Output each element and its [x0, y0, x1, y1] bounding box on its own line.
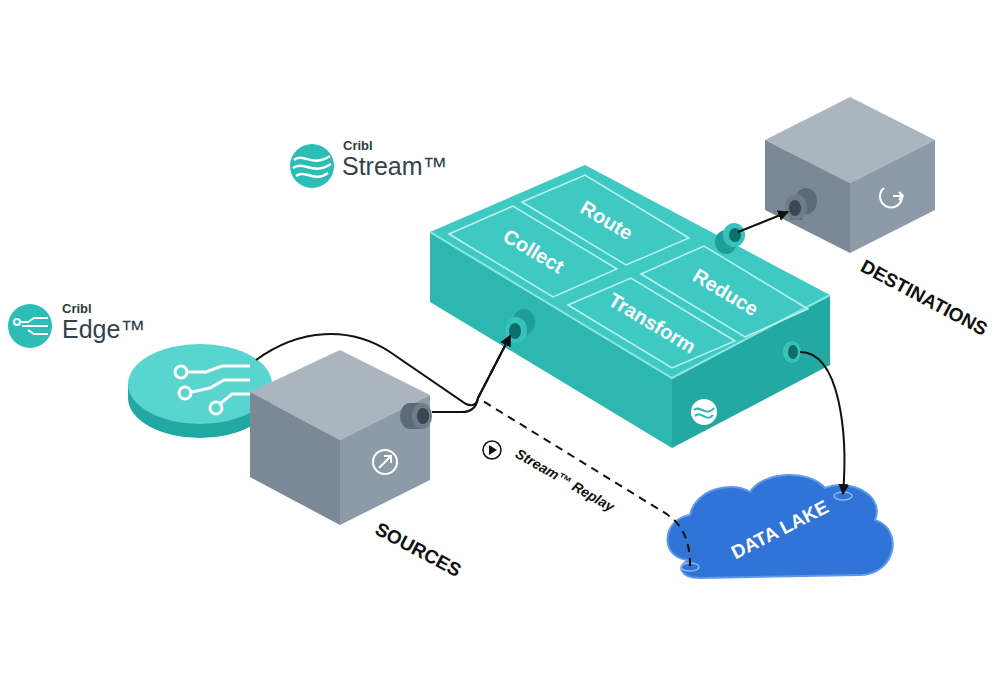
- replay-arrow: [478, 336, 690, 566]
- function-panel: Transform: [597, 283, 707, 364]
- flow-arrow: [738, 212, 788, 232]
- flow-arrow: [256, 334, 510, 405]
- product-name: Stream™: [342, 152, 448, 181]
- panel-label: Collect: [498, 224, 567, 278]
- data-lake: DATA LAKE: [662, 472, 900, 580]
- replay-icon: [483, 441, 501, 459]
- sources-cube: [250, 350, 432, 525]
- data-lake-cloud: [668, 475, 893, 578]
- product-name: Edge™: [62, 315, 145, 344]
- function-panel: Route: [569, 190, 644, 250]
- panel-label: Route: [576, 196, 636, 245]
- function-panel: Reduce: [681, 258, 769, 326]
- brand-name: Cribl: [62, 302, 92, 317]
- flow-arrow: [800, 352, 844, 494]
- function-panel: Collect: [491, 219, 574, 284]
- destinations-cube: [765, 97, 935, 253]
- box-label: DESTINATIONS: [857, 255, 991, 340]
- stream-logo: [290, 144, 334, 188]
- panel-label: Transform: [604, 288, 700, 358]
- flow-arrow: [432, 336, 510, 412]
- brand-name: Cribl: [343, 139, 373, 154]
- box-label: SOURCES: [371, 518, 464, 581]
- stream-platform: CriblStream™RouteCollectReduceTransform: [430, 165, 830, 450]
- panel-label: Reduce: [688, 264, 762, 321]
- edge-disk: CriblEdge™: [128, 340, 273, 430]
- edge-label: Stream™ Replay: [510, 443, 621, 517]
- lake-label: DATA LAKE: [728, 496, 833, 564]
- destinations-box: DESTINATIONS: [765, 95, 937, 260]
- edge-logo: [8, 304, 52, 348]
- sources-box: SOURCES: [250, 350, 432, 530]
